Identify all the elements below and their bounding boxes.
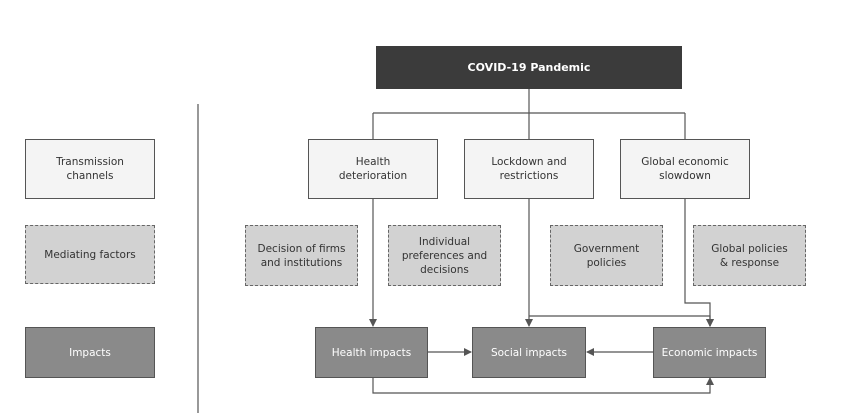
channel-global-economic-slowdown: Global economic slowdown	[620, 139, 750, 199]
mediator-global-policies-response: Global policies & response	[693, 225, 806, 286]
mediator-individual-preferences: Individual preferences and decisions	[388, 225, 501, 286]
legend-transmission-channels: Transmission channels	[25, 139, 155, 199]
health-to-economic-loop-arrow	[372, 377, 714, 394]
covid-pandemic-title: COVID-19 Pandemic	[376, 46, 682, 89]
lockdown-to-economic-impacts-arrow	[529, 315, 714, 327]
impact-health: Health impacts	[315, 327, 428, 378]
impact-social: Social impacts	[472, 327, 586, 378]
mediator-firms-institutions: Decision of firms and institutions	[245, 225, 358, 286]
legend-mediating-factors: Mediating factors	[25, 225, 155, 284]
global-to-economic-impacts-arrow	[684, 199, 714, 327]
channel-health-deterioration: Health deterioration	[308, 139, 438, 199]
legend-impacts: Impacts	[25, 327, 155, 378]
channel-lockdown-restrictions: Lockdown and restrictions	[464, 139, 594, 199]
impact-economic: Economic impacts	[653, 327, 766, 378]
mediator-government-policies: Government policies	[550, 225, 663, 286]
